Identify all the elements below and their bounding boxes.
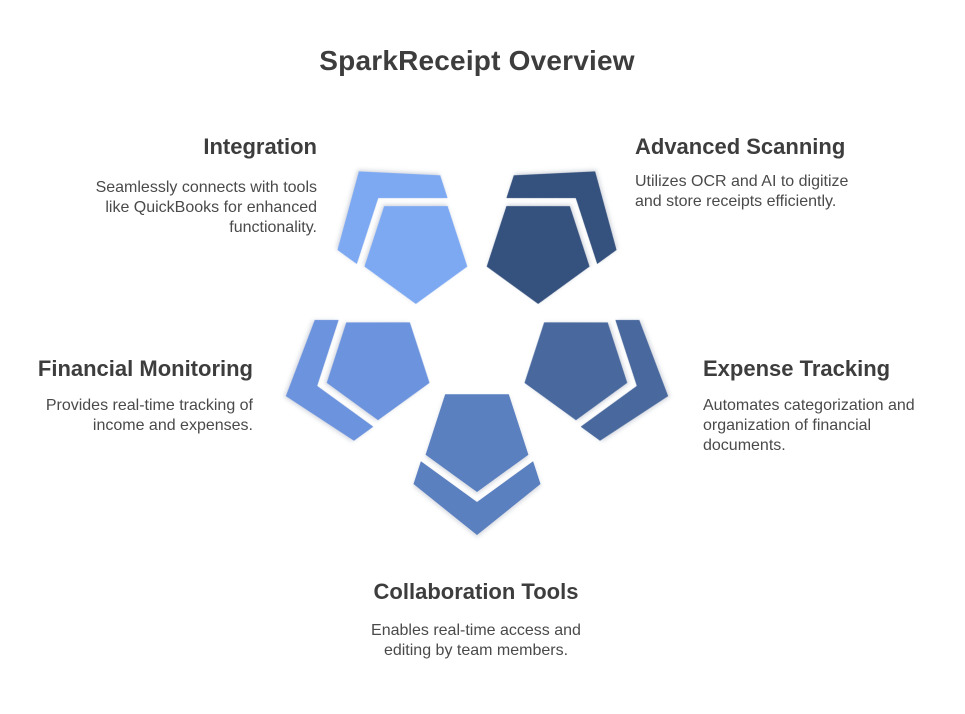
feature-advanced-scanning: Advanced Scanning Utilizes OCR and AI to…: [635, 134, 965, 212]
segment-advanced-scanning: [486, 171, 617, 304]
integration-pentagon: [364, 206, 468, 304]
segment-expense-tracking: [524, 319, 669, 441]
feature-advanced-scanning-title: Advanced Scanning: [635, 134, 846, 159]
page-title: SparkReceipt Overview: [319, 45, 635, 76]
expense-tracking-chevron: [580, 319, 669, 441]
financial-monitoring-pentagon: [326, 322, 430, 421]
feature-integration: Integration Seamlessly connects with too…: [0, 134, 317, 238]
segment-collaboration-tools: [413, 394, 541, 535]
feature-expense-tracking-description: Automates categorization and organizatio…: [703, 397, 915, 454]
feature-expense-tracking: Expense Tracking Automates categorizatio…: [703, 356, 965, 456]
feature-financial-monitoring: Financial Monitoring Provides real-time …: [0, 356, 253, 436]
financial-monitoring-chevron: [285, 319, 374, 441]
integration-chevron: [337, 171, 448, 265]
advanced-scanning-pentagon: [486, 206, 590, 304]
collaboration-tools-pentagon: [425, 394, 529, 492]
feature-financial-monitoring-title: Financial Monitoring: [37, 356, 253, 381]
feature-integration-description: Seamlessly connects with tools like Quic…: [95, 179, 317, 236]
feature-financial-monitoring-description: Provides real-time tracking of income an…: [45, 397, 253, 434]
feature-advanced-scanning-description: Utilizes OCR and AI to digitize and stor…: [635, 173, 849, 210]
segment-financial-monitoring: [285, 319, 430, 441]
feature-expense-tracking-title: Expense Tracking: [703, 356, 891, 381]
collaboration-tools-chevron: [413, 461, 541, 535]
feature-collaboration-tools-description: Enables real-time access and editing by …: [371, 622, 581, 659]
feature-collaboration-tools: Collaboration Tools Enables real-time ac…: [0, 579, 952, 661]
feature-collaboration-tools-title: Collaboration Tools: [373, 579, 579, 604]
advanced-scanning-chevron: [506, 171, 617, 265]
feature-integration-title: Integration: [203, 134, 317, 159]
expense-tracking-pentagon: [524, 322, 628, 421]
segment-integration: [337, 171, 468, 304]
